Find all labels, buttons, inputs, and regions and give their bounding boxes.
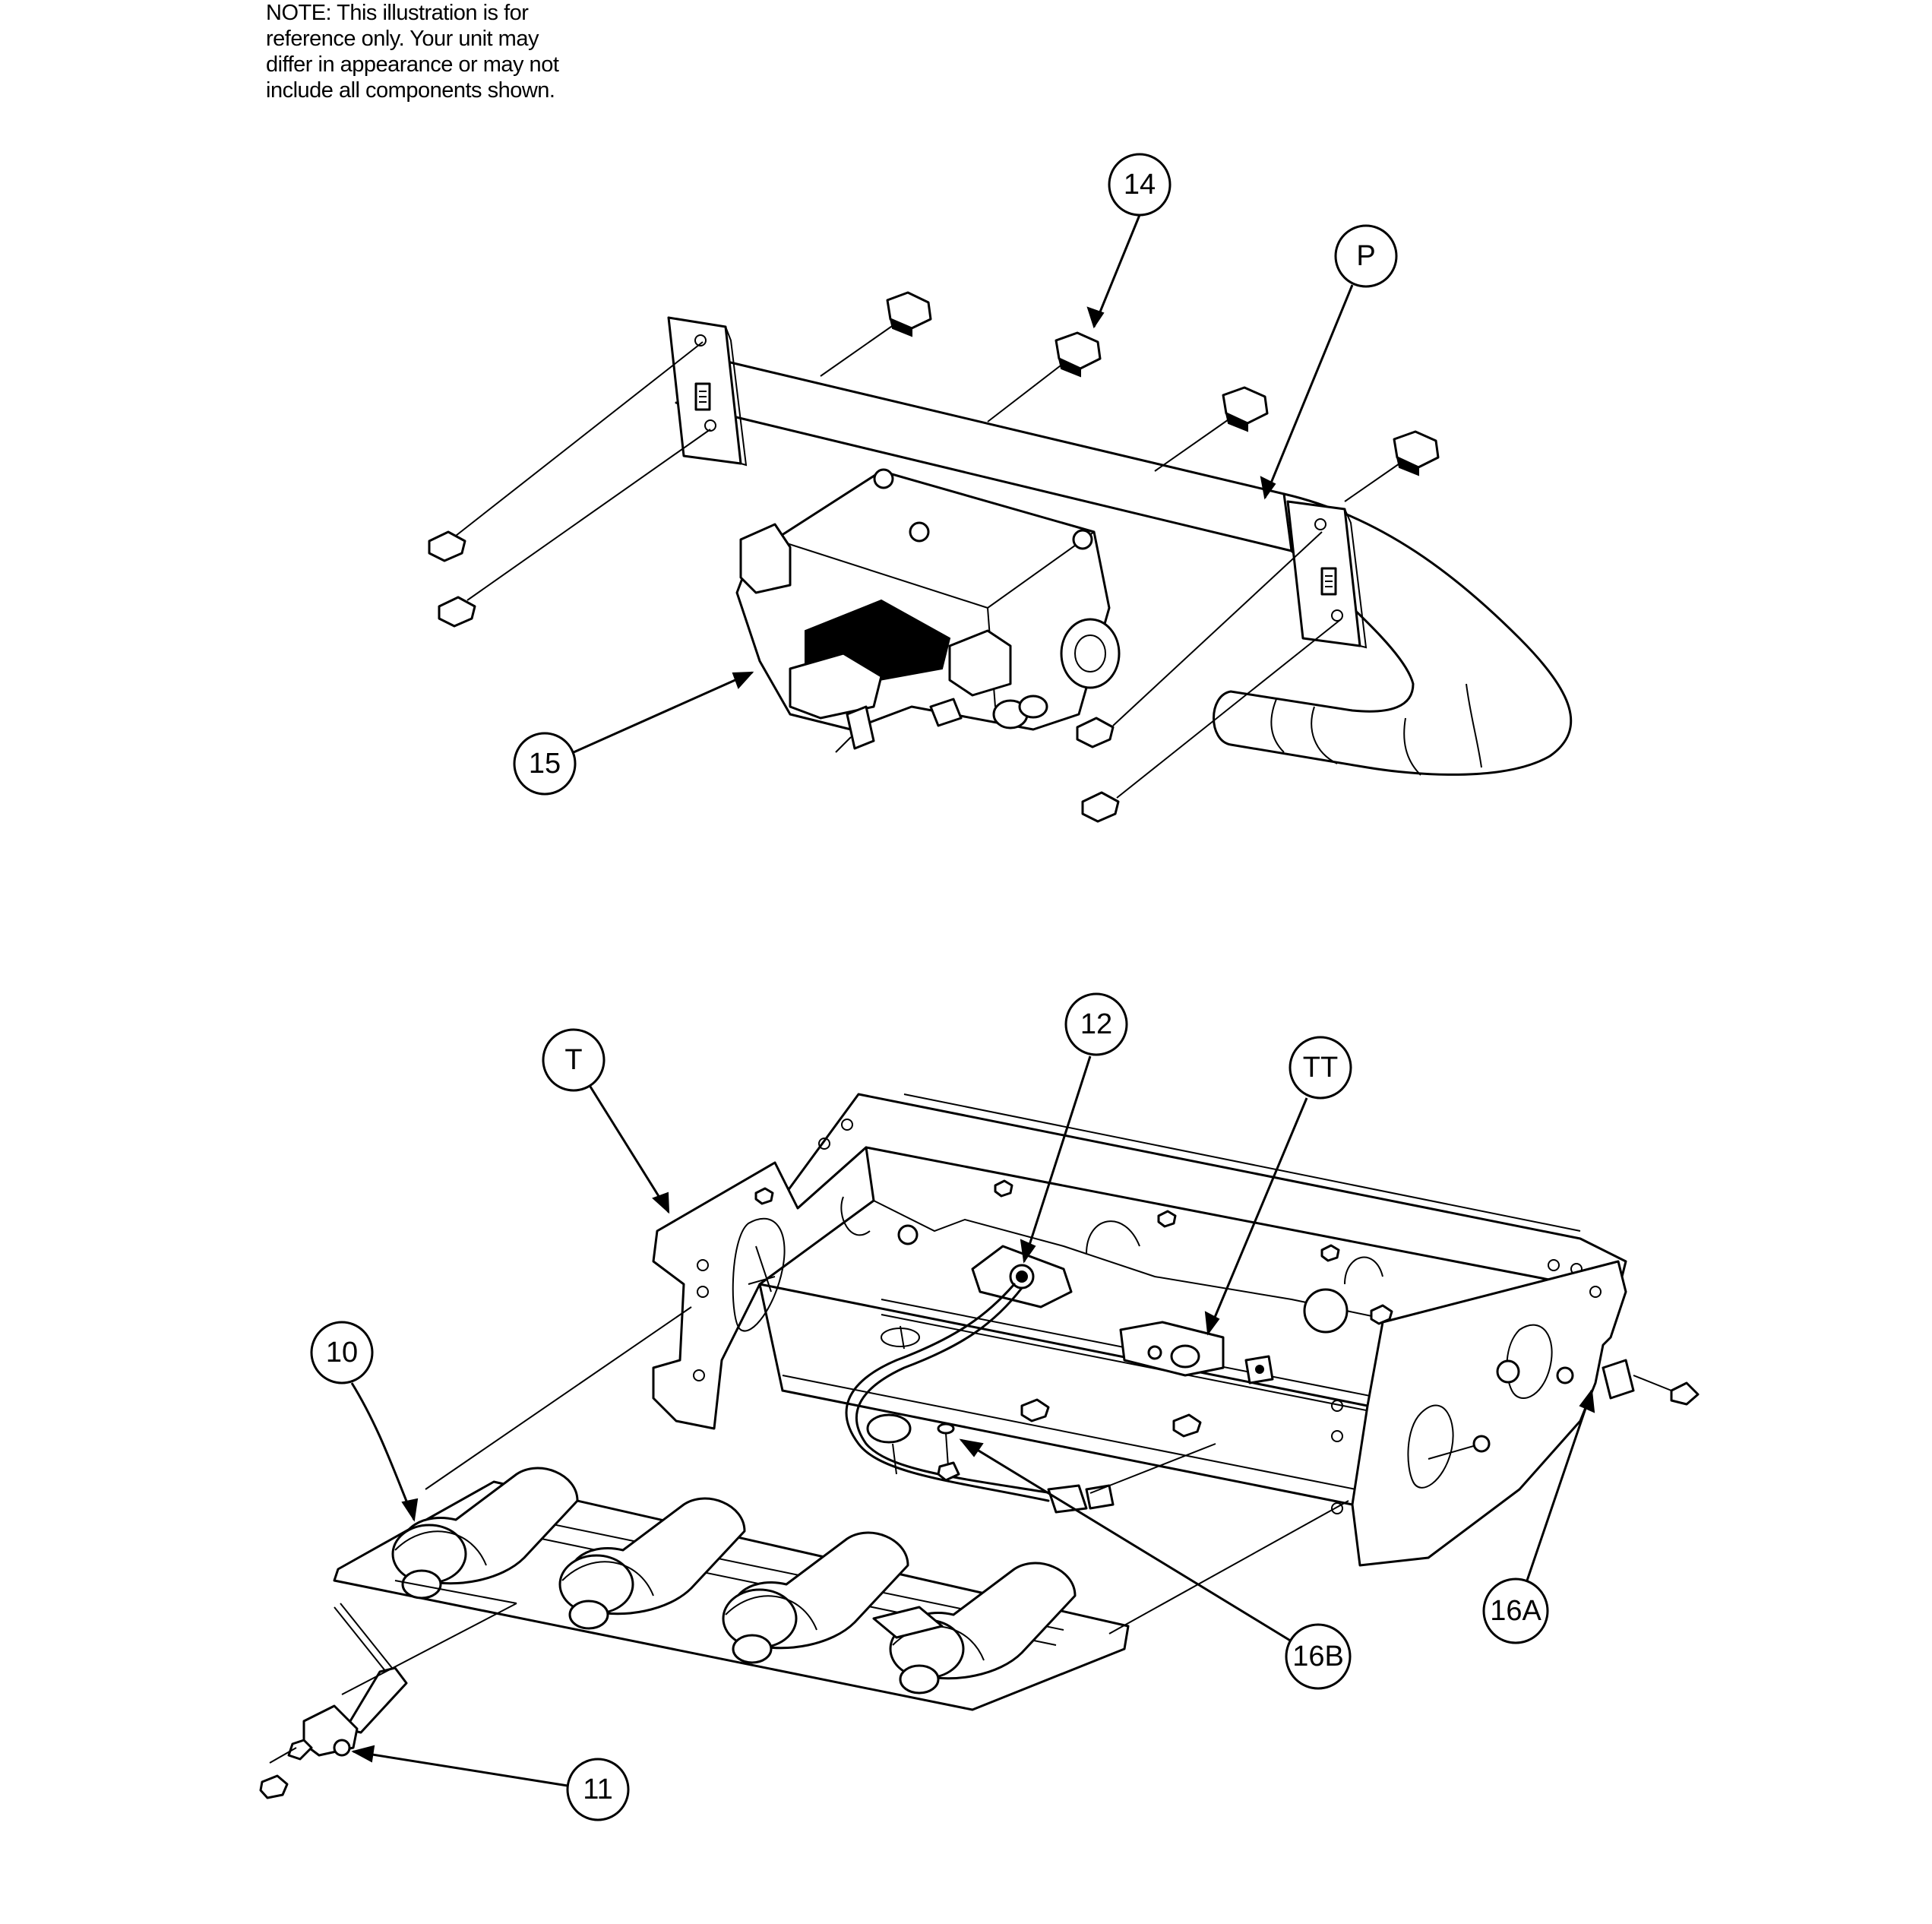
callout-16A: 16A bbox=[1482, 1388, 1595, 1644]
gas-valve bbox=[735, 468, 1121, 753]
callout-11-label: 11 bbox=[583, 1774, 612, 1805]
callout-T: T bbox=[542, 1028, 670, 1214]
orifice-group bbox=[886, 291, 1440, 476]
callout-15: 15 bbox=[513, 671, 754, 796]
callout-16A-label: 16A bbox=[1490, 1595, 1541, 1627]
callout-14: 14 bbox=[1086, 153, 1172, 329]
gas-manifold-assembly bbox=[428, 291, 1573, 823]
callout-15-label: 15 bbox=[529, 748, 561, 780]
callout-16B-label: 16B bbox=[1292, 1641, 1344, 1672]
burner-tray bbox=[333, 1467, 1130, 1711]
callout-14-label: 14 bbox=[1124, 169, 1156, 201]
callout-11: 11 bbox=[351, 1745, 630, 1821]
callout-10-label: 10 bbox=[326, 1337, 358, 1369]
note-line-2: reference only. Your unit may bbox=[266, 27, 539, 51]
callout-12-label: 12 bbox=[1080, 1008, 1112, 1040]
callout-T-label: T bbox=[564, 1044, 582, 1076]
callout-16B: 16B bbox=[959, 1438, 1352, 1690]
callout-P-label: P bbox=[1356, 240, 1375, 272]
note-line-1: NOTE: This illustration is for bbox=[266, 1, 529, 25]
callout-TT-label: TT bbox=[1303, 1052, 1338, 1084]
callout-TT: TT bbox=[1204, 1036, 1352, 1336]
disclaimer-note: NOTE: This illustration is for reference… bbox=[266, 0, 691, 103]
callout-P: P bbox=[1260, 224, 1398, 500]
note-line-3: differ in appearance or may not bbox=[266, 52, 559, 77]
callout-12: 12 bbox=[1020, 992, 1128, 1264]
callout-10: 10 bbox=[310, 1321, 419, 1522]
burner-box-assembly bbox=[259, 1093, 1700, 1799]
igniter bbox=[259, 1603, 408, 1799]
note-line-4: include all components shown. bbox=[266, 78, 555, 103]
